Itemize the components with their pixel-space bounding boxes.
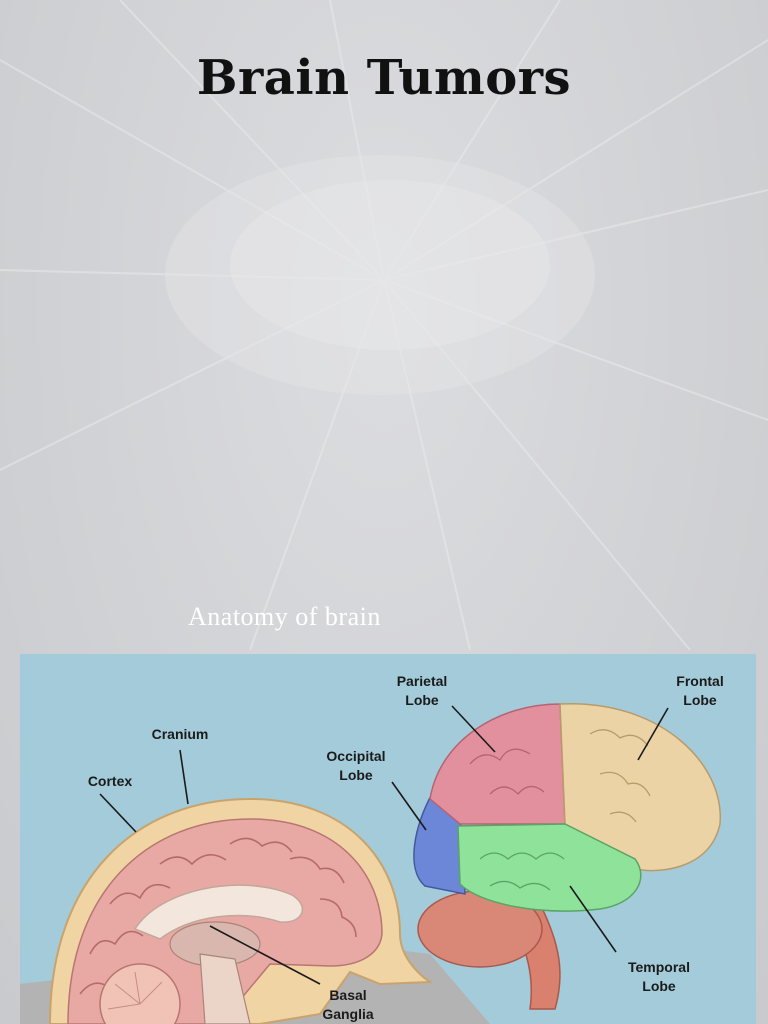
- cerebellum-section: [99, 963, 181, 1024]
- label-frontal-lobe: Frontal Lobe: [676, 673, 724, 708]
- temporal-lobe-shape: [457, 823, 642, 912]
- slide-subtitle: Anatomy of brain: [188, 602, 381, 631]
- label-cortex: Cortex: [87, 773, 133, 789]
- background-brain-art: [0, 0, 768, 650]
- label-cranium: Cranium: [151, 726, 209, 742]
- label-occipital-lobe: Occipital Lobe: [326, 748, 386, 783]
- label-basal-ganglia: Basal Ganglia: [322, 987, 374, 1022]
- brain-anatomy-figure: Cranium Cortex Basal Ganglia Parietal Lo…: [20, 654, 756, 1024]
- corpus-callosum: [133, 884, 304, 940]
- parietal-lobe-shape: [429, 703, 566, 825]
- label-temporal-lobe: Temporal Lobe: [628, 959, 690, 994]
- frontal-lobe-shape: [559, 703, 721, 872]
- slide-title: Brain Tumors: [196, 50, 572, 106]
- label-parietal-lobe: Parietal Lobe: [396, 673, 448, 708]
- occipital-lobe-shape: [413, 792, 466, 895]
- brainstem: [199, 953, 251, 1024]
- brain-anatomy-illustration: [20, 703, 721, 1024]
